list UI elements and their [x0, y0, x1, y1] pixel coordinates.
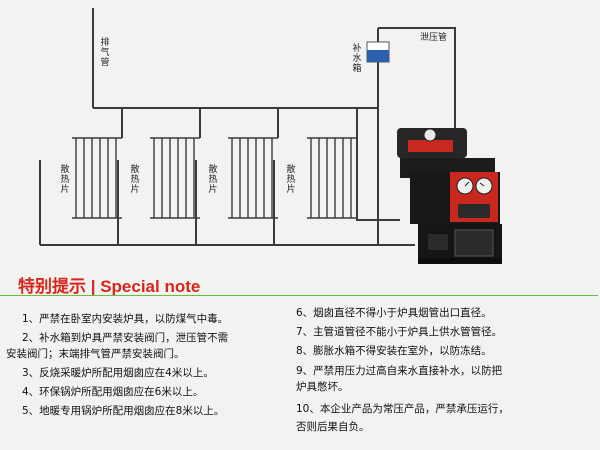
radiator-2 [150, 137, 200, 219]
radiator-label-3: 散热片 [208, 165, 218, 195]
radiator-3-pipes [195, 108, 279, 245]
radiator-label-2: 散热片 [130, 165, 140, 195]
note-item: 2、补水箱到炉具严禁安装阀门，泄压管不需 [22, 332, 229, 344]
radiator-3 [228, 137, 278, 219]
radiator-2-pipes [117, 108, 201, 245]
boiler [397, 128, 502, 264]
boiler-supply-pipe [356, 138, 400, 221]
note-item: 7、主管道管径不能小于炉具上供水管管径。 [296, 326, 503, 338]
radiator-1 [72, 137, 122, 219]
pipe-network [39, 8, 456, 246]
radiator-label-1: 散热片 [60, 165, 70, 195]
relief-pipe [378, 27, 456, 130]
makeup-tank [366, 41, 390, 63]
radiator-4-pipes [273, 108, 358, 245]
note-item: 10、本企业产品为常压产品，严禁承压运行， [296, 403, 509, 415]
note-item: 5、地暖专用锅炉所配用烟囱应在8米以上。 [22, 405, 225, 417]
radiator-4 [307, 137, 357, 219]
note-item: 4、环保锅炉所配用烟囱应在6米以上。 [22, 386, 204, 398]
radiator-1-pipes [39, 108, 123, 245]
supply-line [93, 28, 379, 109]
exhaust-pipe-label: 排气管 [100, 38, 110, 68]
note-item: 炉具憋坏。 [296, 381, 349, 393]
divider [0, 295, 598, 296]
note-item: 9、严禁用压力过高自来水直接补水，以防把 [296, 365, 503, 377]
relief-pipe-label: 泄压管 [420, 33, 448, 43]
pipe-diagram [39, 8, 502, 264]
note-item: 6、烟囱直径不得小于炉具烟管出口直径。 [296, 307, 492, 319]
special-note-title: 特别提示 | Special note [18, 277, 201, 296]
note-item: 8、膨胀水箱不得安装在室外，以防冻结。 [296, 345, 492, 357]
note-item: 安装阀门；末端排气管严禁安装阀门。 [6, 348, 185, 360]
note-item: 1、严禁在卧室内安装炉具，以防煤气中毒。 [22, 313, 229, 325]
radiator-label-4: 散热片 [286, 165, 296, 195]
makeup-tank-label: 补水箱 [352, 44, 362, 74]
note-item: 3、反烧采暖炉所配用烟囱应在4米以上。 [22, 367, 214, 379]
note-item: 否则后果自负。 [296, 421, 370, 433]
